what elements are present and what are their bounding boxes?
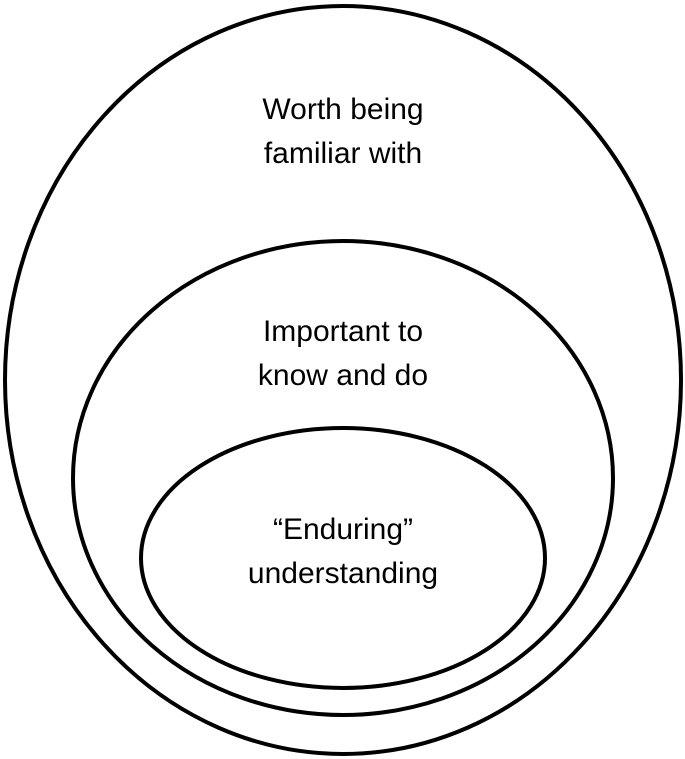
inner-level-line-1: “Enduring”: [272, 513, 414, 546]
outer-level-label: Worth being familiar with: [193, 88, 493, 176]
inner-level-label: “Enduring” understanding: [193, 508, 493, 596]
outer-level-line-2: familiar with: [263, 137, 423, 170]
middle-level-label: Important to know and do: [193, 310, 493, 398]
middle-level-line-1: Important to: [262, 315, 424, 348]
middle-ellipse: [71, 239, 615, 717]
outer-level-line-1: Worth being: [262, 93, 424, 126]
inner-level-line-2: understanding: [247, 557, 439, 590]
inner-ellipse: [139, 426, 547, 690]
middle-level-line-2: know and do: [257, 359, 429, 392]
outer-ellipse: [3, 4, 683, 756]
